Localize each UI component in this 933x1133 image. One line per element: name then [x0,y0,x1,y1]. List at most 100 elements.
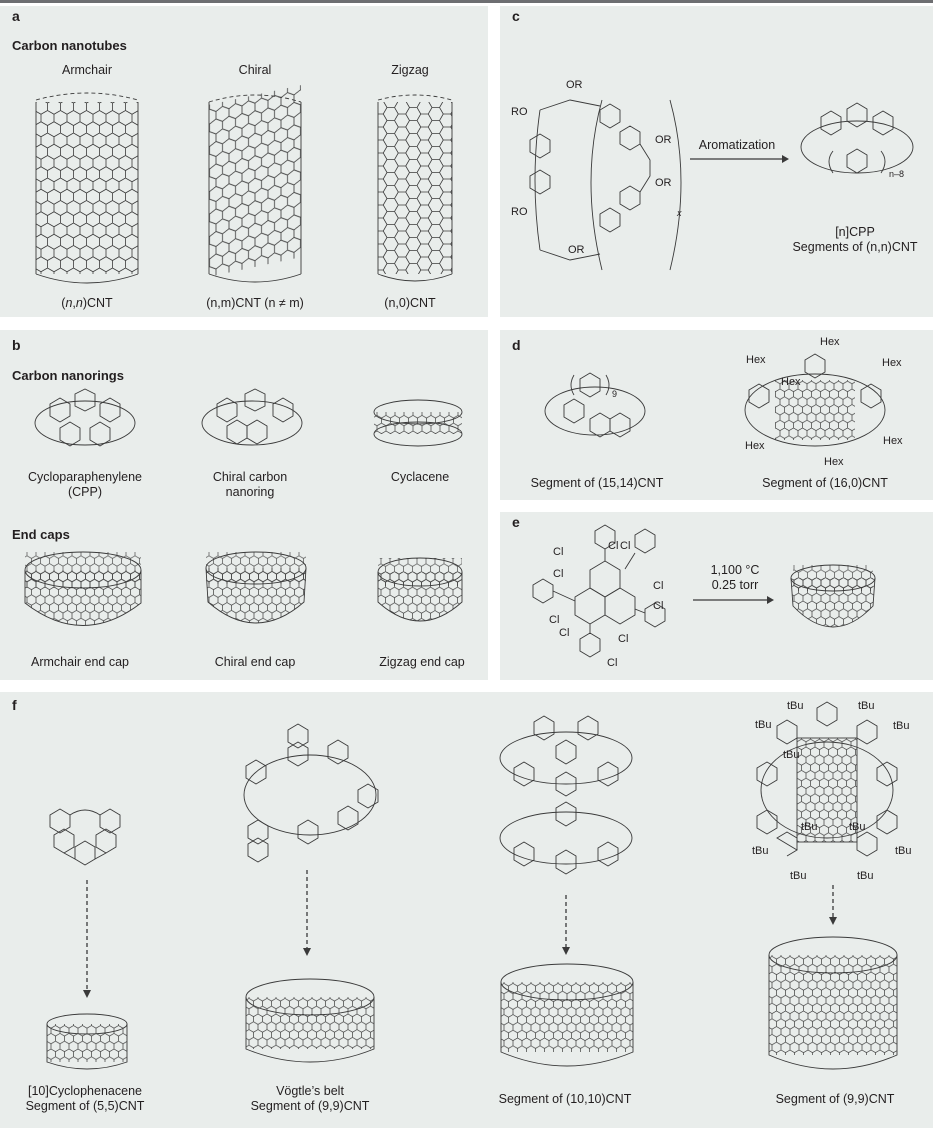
cpp-caption: Cycloparaphenylene(CPP) [28,470,142,499]
segment-10-10-belt [500,963,634,1067]
hex-7: Hex [824,456,844,468]
chlorinated-precursor [532,524,666,658]
chiral-nanotube [208,85,302,283]
zigzag-end-cap [377,557,463,622]
arrow-f2 [303,870,311,956]
pyrolysis-conditions: 1,100 °C 0.25 torr [710,563,760,592]
hex-1: Hex [820,336,840,348]
tbu-6: tBu [801,821,818,833]
chiral-title: Chiral [238,63,272,77]
armchair-end-cap [24,551,142,626]
armchair-caption: (n,n)CNT [61,296,113,310]
cl-10: Cl [607,657,618,669]
segment-10-10-caption: Segment of (10,10)CNT [498,1092,632,1106]
cyclophenacene-belt [46,1013,128,1070]
panel-b-letter: b [12,337,21,353]
or-mid2: OR [655,177,672,189]
zigzag-title: Zigzag [391,63,429,77]
cyclacene-ring [373,399,463,447]
repeat-x: x [677,208,682,218]
segment-16-0-caption: Segment of (16,0)CNT [762,476,888,490]
vogtle-precursor [243,723,379,863]
segment-9-9-precursor [756,701,898,857]
tbu-2: tBu [858,700,875,712]
cl-7: Cl [559,627,570,639]
chiral-caption: (n,m)CNT (n ≠ m) [206,296,304,310]
ro-left-top: RO [511,106,528,118]
cpp-product-caption: [n]CPP Segments of (n,n)CNT [792,225,918,254]
vogtle-belt [245,978,375,1063]
top-rule [0,0,933,3]
tbu-10: tBu [790,870,807,882]
segment-9-9-belt [768,936,898,1070]
armchair-nanotube [35,92,139,284]
cl-3: Cl [620,540,631,552]
chiral-nanoring [201,388,303,446]
tbu-1: tBu [787,700,804,712]
panel-c [500,6,933,317]
hex-6: Hex [883,435,903,447]
or-top: OR [566,79,583,91]
end-cap-product [790,564,876,628]
cyclacene-caption: Cyclacene [390,470,450,484]
armchair-cap-caption: Armchair end cap [31,655,129,669]
cl-2: Cl [608,540,619,552]
panel-e-letter: e [512,514,520,530]
panel-c-letter: c [512,8,520,24]
ro-left-bottom: RO [511,206,528,218]
chiral-cap-caption: Chiral end cap [214,655,296,669]
zigzag-cap-caption: Zigzag end cap [379,655,465,669]
cyclophenacene-precursor [49,808,121,866]
zigzag-caption: (n,0)CNT [384,296,436,310]
tbu-8: tBu [752,845,769,857]
panel-b-caps-heading: End caps [12,527,70,542]
cpp-product [800,102,914,174]
cl-1: Cl [553,546,564,558]
arrow-f1 [83,880,91,998]
tbu-7: tBu [849,821,866,833]
segment-15-14-ring [544,372,646,438]
cl-8: Cl [653,600,664,612]
hex-5: Hex [745,440,765,452]
arrow-f3 [562,895,570,955]
panel-f [0,692,933,1128]
cpp-ring [34,388,136,447]
cl-5: Cl [553,568,564,580]
zigzag-nanotube [377,94,453,282]
hex-3: Hex [882,357,902,369]
cl-4: Cl [653,580,664,592]
tbu-3: tBu [755,719,772,731]
pyrolysis-arrow [693,596,774,604]
arrow-f4 [829,885,837,925]
panel-a-heading: Carbon nanotubes [12,38,127,53]
panel-b-rings-heading: Carbon nanorings [12,368,124,383]
cyclophenacene-caption: [10]Cyclophenacene Segment of (5,5)CNT [25,1084,145,1113]
or-mid: OR [655,134,672,146]
segment-15-14-caption: Segment of (15,14)CNT [530,476,664,490]
aromatization-arrow [690,155,789,163]
panel-f-letter: f [12,697,17,713]
segment-16-0-belt [744,353,886,447]
vogtle-caption: Vögtle’s belt Segment of (9,9)CNT [250,1084,370,1113]
repeat-9: 9 [612,389,618,399]
panel-d [500,330,933,500]
cpp-subscript: n–8 [889,169,905,179]
aromatization-label: Aromatization [698,138,776,152]
tbu-11: tBu [857,870,874,882]
segment-9-9-caption: Segment of (9,9)CNT [775,1092,895,1106]
panel-d-letter: d [512,337,521,353]
tbu-5: tBu [783,749,800,761]
segment-10-10-precursor [499,715,633,875]
or-bottom: OR [568,244,585,256]
chiral-end-cap [205,551,307,624]
armchair-title: Armchair [61,63,112,77]
cl-9: Cl [618,633,629,645]
tbu-9: tBu [895,845,912,857]
cl-6: Cl [549,614,560,626]
panel-a-letter: a [12,8,20,24]
hex-4: Hex [781,376,801,388]
tbu-4: tBu [893,720,910,732]
hex-2: Hex [746,354,766,366]
macrocycle-precursor [529,99,682,271]
